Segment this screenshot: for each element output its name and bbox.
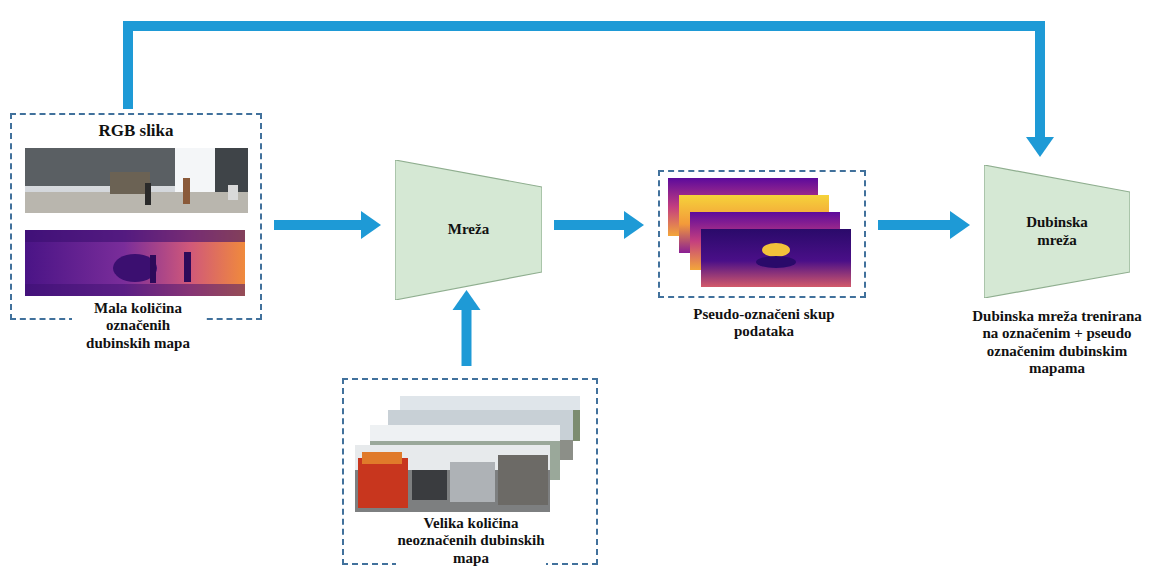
arrow-shaft <box>128 26 1040 137</box>
dashed-group-box: RGB slikaMala količina označenih dubinsk… <box>10 113 262 320</box>
box-caption: Mala količina označenih dubinskih mapa <box>72 299 204 353</box>
depth-map <box>25 230 245 296</box>
dashed-group-box: Pseudo-označeni skup podataka <box>658 170 866 298</box>
arrow-shaft <box>274 220 361 230</box>
arrow-head <box>950 211 970 239</box>
arrow-shaft <box>878 220 950 230</box>
arrow-head <box>361 211 381 239</box>
pseudo-depth-stack <box>668 178 851 287</box>
arrow-shaft <box>554 220 624 230</box>
dashed-group-box: Velika količina neoznačenih dubinskih ma… <box>342 378 598 565</box>
image-heading: RGB slika <box>12 121 260 141</box>
flow-arrow <box>128 26 1054 157</box>
arrow-head <box>1026 137 1054 157</box>
text-holder: Mreža <box>395 160 542 300</box>
flow-arrow <box>453 290 481 366</box>
box-caption: Velika količina neoznačenih dubinskih ma… <box>396 514 546 568</box>
network-trapezoid: Dubinska mrežaDubinska mreža trenirana n… <box>984 165 1130 298</box>
network-description: Dubinska mreža trenirana na označenim + … <box>968 308 1146 377</box>
network-label: Mreža <box>448 221 489 238</box>
flow-arrow <box>554 211 644 239</box>
network-label: Dubinska mreža <box>1012 214 1102 249</box>
arrow-head <box>624 211 644 239</box>
flow-arrow <box>274 211 381 239</box>
unlabelled-image-stack <box>355 396 580 512</box>
arrow-head <box>453 290 481 310</box>
flow-arrow <box>878 211 970 239</box>
text-holder: Dubinska mreža <box>984 165 1150 298</box>
rgb-image <box>25 148 248 213</box>
box-caption: Pseudo-označeni skup podataka <box>680 306 848 341</box>
arrow-shaft <box>462 310 472 366</box>
network-trapezoid: Mreža <box>395 160 542 300</box>
